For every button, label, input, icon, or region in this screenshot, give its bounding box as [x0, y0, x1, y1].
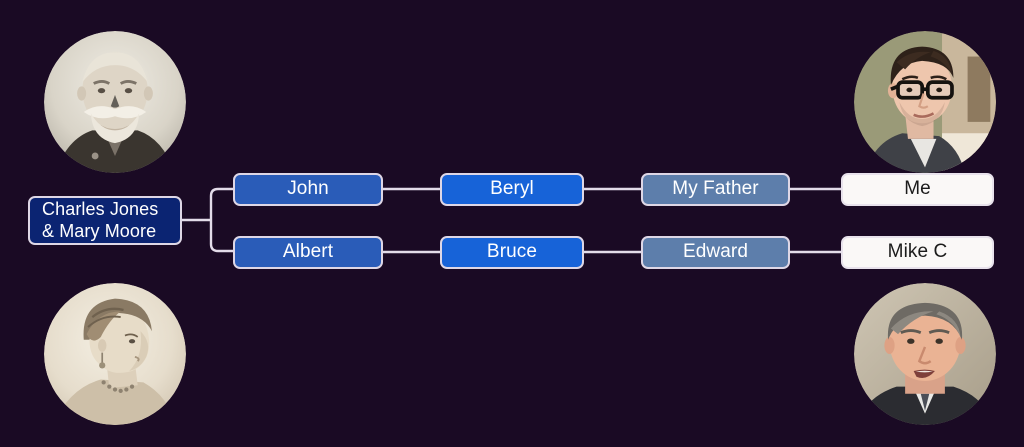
node-edward-label: Edward: [682, 241, 749, 263]
node-me[interactable]: Me: [841, 173, 994, 206]
node-bruce[interactable]: Bruce: [440, 236, 584, 269]
node-beryl-label: Beryl: [490, 178, 534, 200]
link-root-bracket: [209, 187, 233, 253]
portrait-mike-c-image: [854, 283, 996, 425]
node-root-charles-jones-mary-moore[interactable]: Charles Jones & Mary Moore: [28, 196, 182, 245]
node-beryl[interactable]: Beryl: [440, 173, 584, 206]
node-root-label-line2: & Mary Moore: [42, 220, 157, 241]
node-mike-c-label: Mike C: [887, 241, 948, 263]
portrait-charles-jones: [44, 31, 186, 173]
node-mike-c[interactable]: Mike C: [841, 236, 994, 269]
node-john[interactable]: John: [233, 173, 383, 206]
node-albert[interactable]: Albert: [233, 236, 383, 269]
node-my-father-label: My Father: [672, 178, 759, 200]
portrait-charles-jones-image: [44, 31, 186, 173]
node-my-father[interactable]: My Father: [641, 173, 790, 206]
node-edward[interactable]: Edward: [641, 236, 790, 269]
portrait-mary-moore: [44, 283, 186, 425]
node-bruce-label: Bruce: [486, 241, 538, 263]
portrait-me-image: [854, 31, 996, 173]
portrait-mary-moore-image: [44, 283, 186, 425]
node-john-label: John: [287, 178, 329, 200]
portrait-mike-c: [854, 283, 996, 425]
portrait-me: [854, 31, 996, 173]
node-albert-label: Albert: [282, 241, 334, 263]
node-root-label-line1: Charles Jones: [42, 199, 159, 220]
node-me-label: Me: [904, 178, 931, 200]
